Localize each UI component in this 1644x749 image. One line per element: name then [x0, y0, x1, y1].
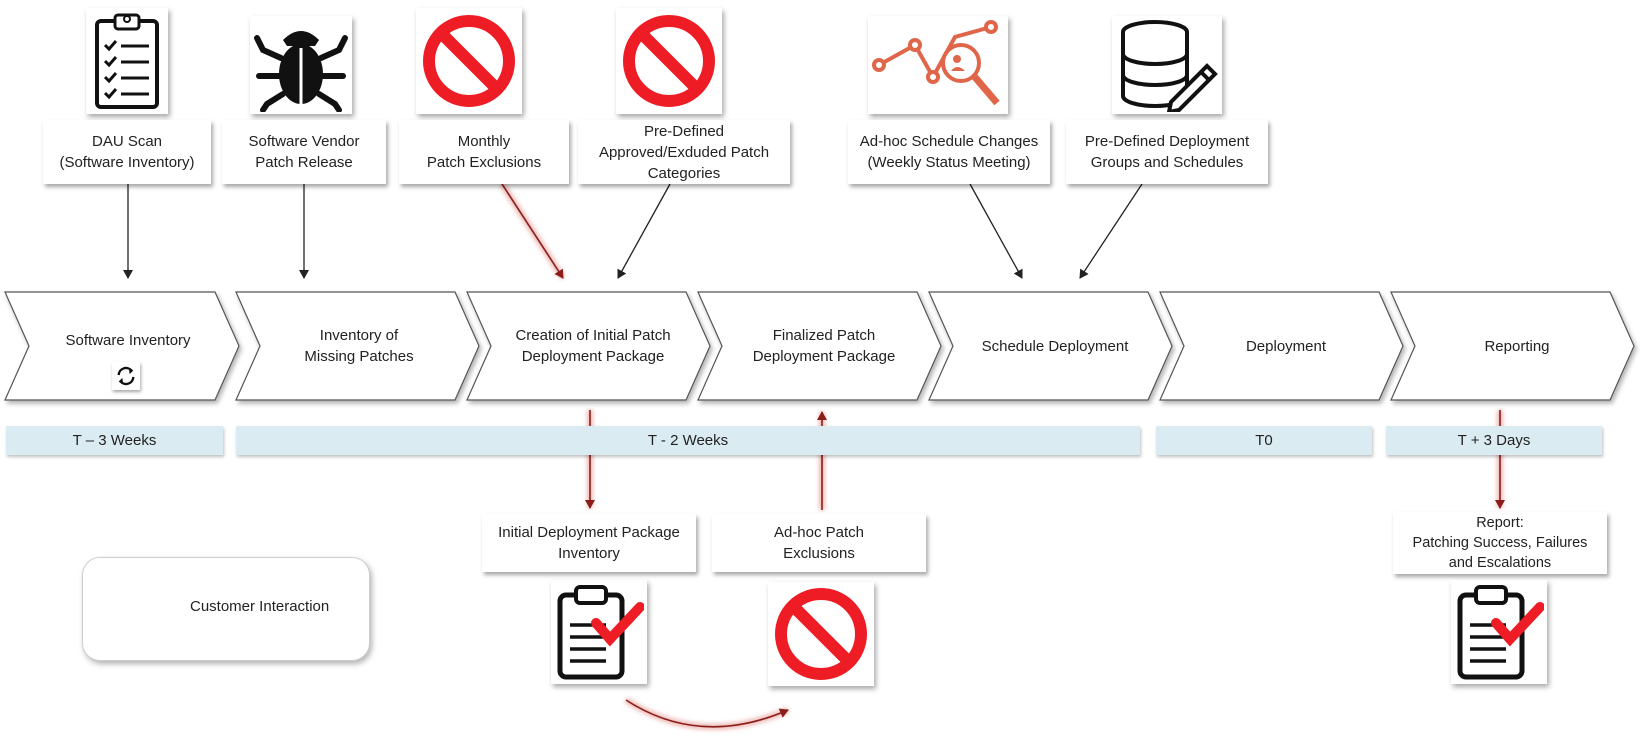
customer-arrow-monthly-exclusions — [501, 183, 564, 279]
stage-label-finalized-package: Finalized Patch Deployment Package — [719, 300, 929, 392]
input-predefined-groups: Pre-Defined Deployment Groups and Schedu… — [1066, 120, 1268, 184]
timeline-label: T - 2 Weeks — [647, 432, 729, 449]
stage-text: Creation of Initial Patch Deployment Pac… — [515, 327, 671, 365]
output-report: Report: Patching Success, Failures and E… — [1393, 512, 1607, 574]
stage-chevron-deployment — [1159, 291, 1404, 401]
legend: Customer Interaction — [82, 557, 370, 661]
input-text: Pre-Defined Approved/Exduded Patch Categ… — [598, 122, 770, 182]
input-text: DAU Scan (Software Inventory) — [59, 133, 195, 171]
stage-text: Software Inventory — [65, 331, 191, 349]
clipboard-check-icon — [551, 580, 647, 684]
input-dau-scan: DAU Scan (Software Inventory) — [43, 120, 211, 184]
stage-chevron-software-inventory — [4, 291, 240, 401]
stage-label-software-inventory: Software Inventory — [30, 300, 226, 392]
timeline-label: T + 3 Days — [1457, 432, 1531, 449]
input-vendor-patch-release: Software Vendor Patch Release — [222, 120, 386, 184]
clipboard-check-icon — [1451, 580, 1547, 684]
legend-label: Customer Interaction — [190, 598, 330, 615]
timeline-t-minus-2-weeks: T - 2 Weeks — [236, 426, 1140, 455]
arrow-categories-to-initial — [617, 183, 671, 279]
stage-label-reporting: Reporting — [1412, 300, 1622, 392]
input-predefined-categories: Pre-Defined Approved/Exduded Patch Categ… — [578, 120, 790, 184]
prohibited-icon — [616, 8, 722, 114]
prohibited-icon — [768, 582, 874, 686]
clipboard-checklist-icon — [86, 8, 168, 114]
stage-label-missing-patches: Inventory of Missing Patches — [261, 300, 457, 392]
stage-text: Schedule Deployment — [981, 337, 1129, 355]
timeline-t-plus-3-days: T + 3 Days — [1386, 426, 1602, 455]
prohibited-icon — [416, 8, 522, 114]
timeline-label: T0 — [1255, 432, 1273, 449]
stage-text: Finalized Patch Deployment Package — [752, 327, 896, 365]
stage-chevron-schedule-deployment — [928, 291, 1173, 401]
stage-text: Reporting — [1484, 337, 1550, 355]
customer-arrow-review-curve — [625, 699, 789, 728]
timeline-t0: T0 — [1156, 426, 1372, 455]
input-monthly-exclusions: Monthly Patch Exclusions — [399, 120, 569, 184]
stage-chevron-missing-patches — [235, 291, 480, 401]
timeline-label: T – 3 Weeks — [72, 432, 157, 449]
refresh-icon — [112, 362, 140, 390]
output-adhoc-patch-exclusions: Ad-hoc Patch Exclusions — [712, 514, 926, 572]
output-text: Report: Patching Success, Failures and E… — [1412, 515, 1588, 571]
database-pencil-icon — [1112, 16, 1222, 114]
stage-text: Inventory of Missing Patches — [304, 327, 414, 365]
stage-text: Deployment — [1245, 337, 1327, 355]
input-text: Ad-hoc Schedule Changes (Weekly Status M… — [859, 133, 1039, 171]
input-adhoc-schedule-changes: Ad-hoc Schedule Changes (Weekly Status M… — [848, 120, 1050, 184]
input-text: Pre-Defined Deployment Groups and Schedu… — [1084, 133, 1250, 171]
output-text: Initial Deployment Package Inventory — [498, 524, 680, 562]
stage-chevron-reporting — [1390, 291, 1635, 401]
output-text: Ad-hoc Patch Exclusions — [773, 524, 865, 562]
timeline-t-minus-3-weeks: T – 3 Weeks — [6, 426, 223, 455]
arrow-groups-to-schedule — [1079, 183, 1143, 279]
output-initial-package-inventory: Initial Deployment Package Inventory — [482, 514, 696, 572]
stage-label-schedule-deployment: Schedule Deployment — [950, 300, 1160, 392]
bug-icon — [250, 16, 352, 114]
arrow-adhoc-to-schedule — [969, 183, 1023, 279]
chart-magnifier-icon — [868, 16, 1008, 114]
stage-label-initial-package: Creation of Initial Patch Deployment Pac… — [488, 300, 698, 392]
stage-chevron-finalized-package — [697, 291, 942, 401]
stage-label-deployment: Deployment — [1181, 300, 1391, 392]
input-text: Software Vendor Patch Release — [248, 133, 360, 171]
input-text: Monthly Patch Exclusions — [426, 133, 542, 171]
stage-chevron-initial-package — [466, 291, 711, 401]
